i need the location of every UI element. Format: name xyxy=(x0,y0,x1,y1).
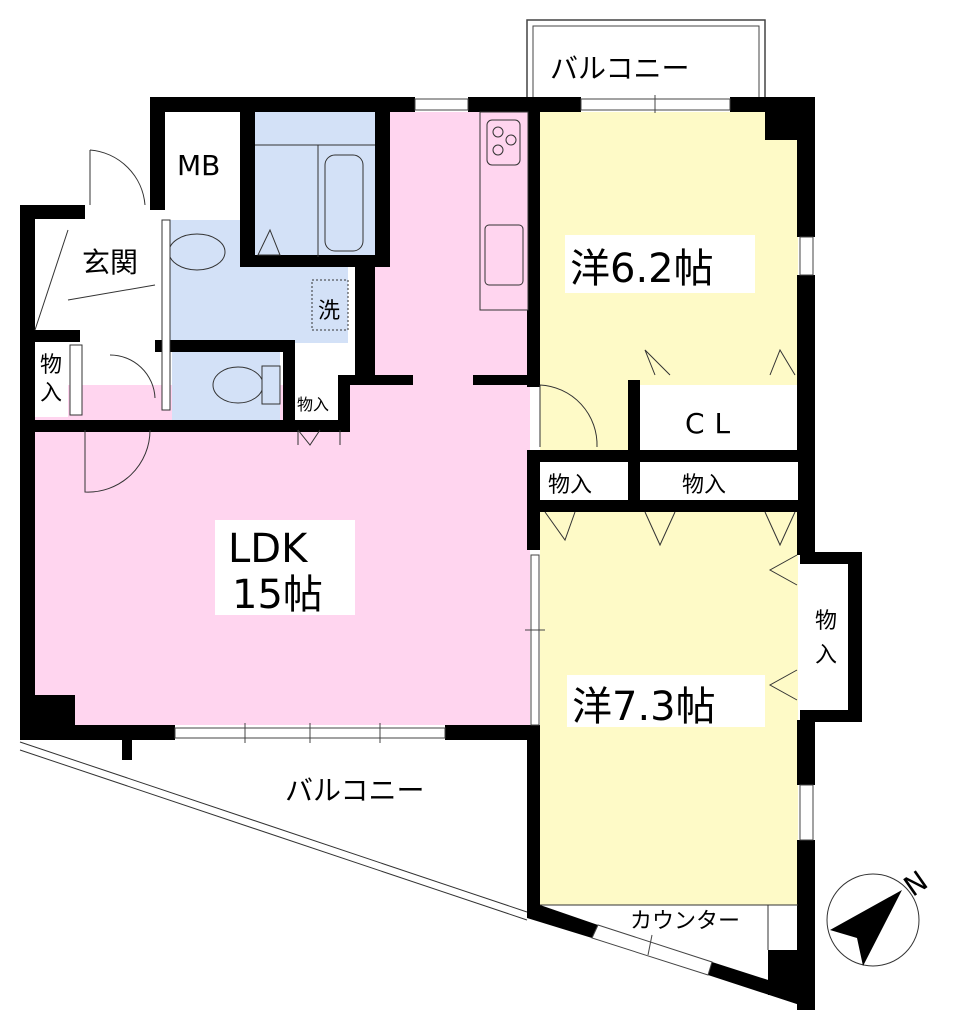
storage-entrance-label-2: 入 xyxy=(40,381,62,406)
balcony-top: バルコニー xyxy=(526,19,766,101)
western-room-2-label: 洋7.3帖 xyxy=(572,684,716,730)
ldk-label: LDK xyxy=(228,526,309,572)
storage-toilet-label: 物入 xyxy=(297,395,329,414)
storage-right-label-1: 物 xyxy=(815,609,837,634)
storage-mid-left-label: 物入 xyxy=(548,473,592,498)
windows xyxy=(174,95,814,976)
storage-right-label-2: 入 xyxy=(815,643,837,668)
washroom-floor xyxy=(170,220,348,343)
closet-floor xyxy=(640,385,798,450)
fixtures xyxy=(19,111,798,950)
mb-label: MB xyxy=(177,149,220,182)
counter-area xyxy=(540,905,798,990)
closet-label: CL xyxy=(685,407,740,440)
western-room-1-label: 洋6.2帖 xyxy=(570,246,714,292)
balcony-bottom-label: バルコニー xyxy=(285,774,424,807)
storage-mid-right-label: 物入 xyxy=(682,473,726,498)
walls xyxy=(20,97,862,1010)
balcony-top-label: バルコニー xyxy=(550,52,689,85)
storage-entrance-label-1: 物 xyxy=(40,353,62,378)
entrance-label: 玄関 xyxy=(82,246,138,279)
north-compass-icon: N xyxy=(826,864,934,967)
counter-label: カウンター xyxy=(630,909,740,934)
laundry-label: 洗 xyxy=(318,299,340,324)
ldk-size-label: 15帖 xyxy=(232,572,323,618)
